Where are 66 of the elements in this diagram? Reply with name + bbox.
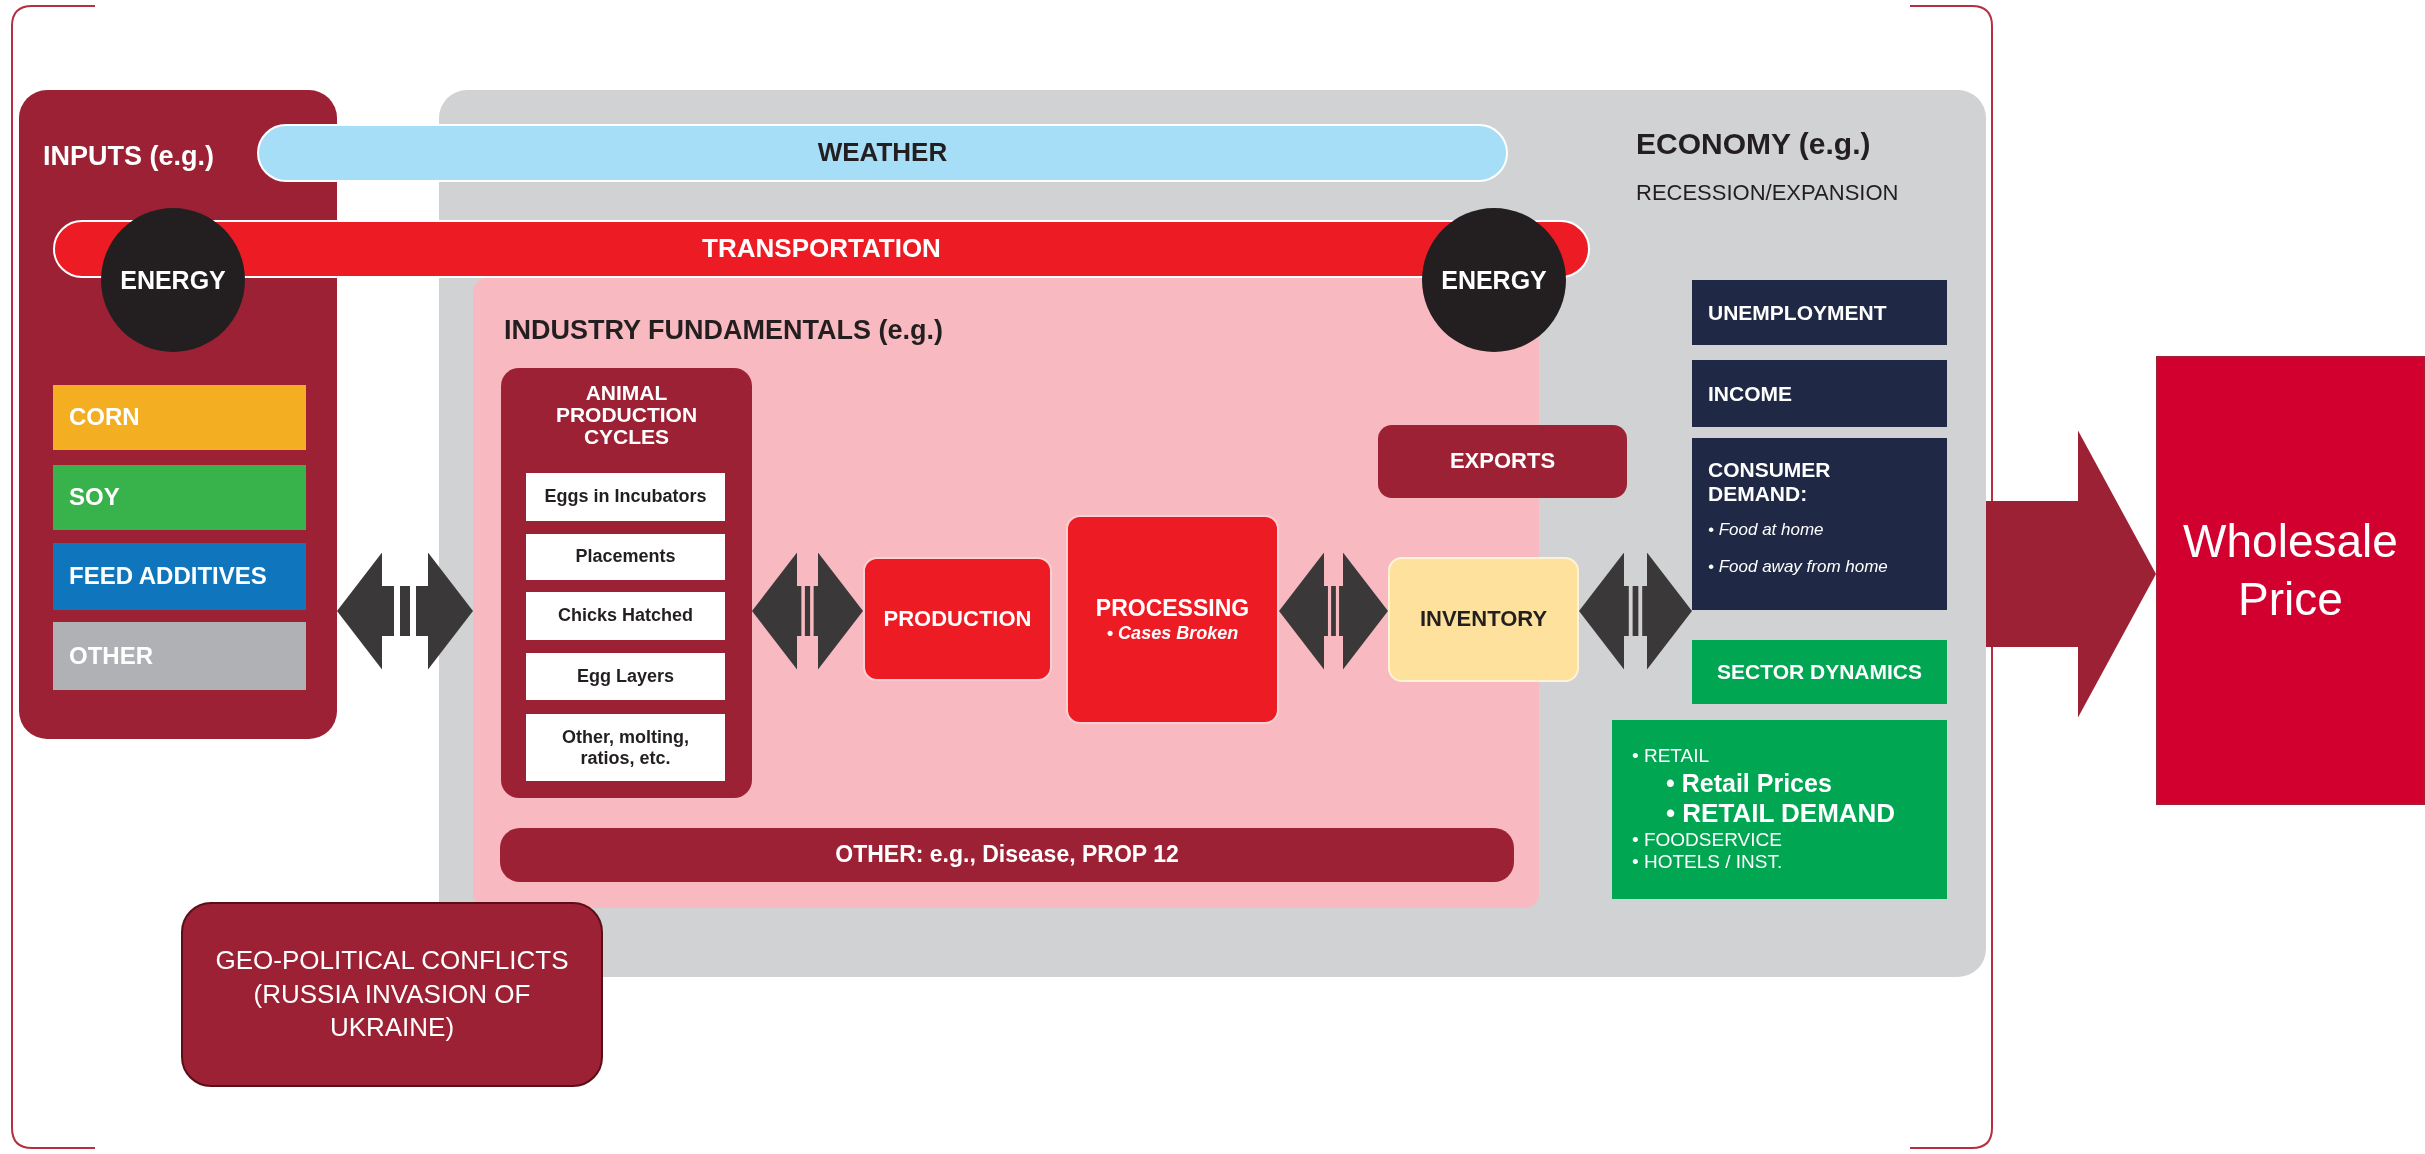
box-label: Placements xyxy=(575,546,676,568)
box-label: Eggs in Incubators xyxy=(544,486,707,508)
conflict-box xyxy=(181,902,603,1087)
cycle-item xyxy=(526,714,725,781)
input-panel xyxy=(19,90,337,739)
economy-box xyxy=(1692,438,1947,610)
input-bar xyxy=(53,543,306,610)
double-arrow xyxy=(337,552,473,670)
box-text: • Retail Prices xyxy=(1666,767,1832,798)
double-arrow xyxy=(752,552,863,670)
box-label: OTHER: e.g., Disease, PROP 12 xyxy=(835,841,1179,869)
box-label: PROCESSING xyxy=(1095,594,1250,623)
box-label: CORN xyxy=(69,403,140,432)
input-bar xyxy=(53,622,306,690)
box-label: UNEMPLOYMENT xyxy=(1708,299,1887,326)
wholesale-price-box xyxy=(2156,356,2425,805)
box-label: Egg Layers xyxy=(576,665,674,688)
box-text: RECESSION/EXPANSION xyxy=(1636,180,1899,207)
inventory-box xyxy=(1388,557,1579,682)
box-label: SOY xyxy=(69,483,120,512)
exports-box xyxy=(1378,425,1627,498)
box-label: PRODUCTION xyxy=(883,605,1032,633)
cycle-item xyxy=(526,534,725,580)
box-label: INDUSTRY FUNDAMENTALS (e.g.) xyxy=(504,314,943,347)
box-label: GEO-POLITICAL CONFLICTS (RUSSIA INVASION OF UKRAINE) xyxy=(214,943,570,1045)
box-text: • Food at home xyxy=(1708,520,1824,541)
box-label: INCOME xyxy=(1708,380,1792,407)
box-label: FEED ADDITIVES xyxy=(69,562,267,591)
weather-bar xyxy=(257,124,1508,182)
other-factors-bar xyxy=(500,828,1514,882)
input-bar xyxy=(53,465,306,530)
box-text: • HOTELS / INST. xyxy=(1632,851,1783,875)
retail-box xyxy=(1612,720,1947,899)
box-text: • FOODSERVICE xyxy=(1632,828,1782,852)
double-arrow xyxy=(1579,552,1692,670)
box-label: ECONOMY (e.g.) xyxy=(1636,126,1871,162)
sector-box xyxy=(1692,640,1947,704)
box-text: • Food away from home xyxy=(1708,556,1888,578)
cycle-item xyxy=(526,653,725,700)
box-label: TRANSPORTATION xyxy=(702,233,941,265)
box-label: INVENTORY xyxy=(1419,606,1548,633)
input-bar xyxy=(53,385,306,450)
box-text: • RETAIL DEMAND xyxy=(1666,797,1896,829)
box-label: Chicks Hatched xyxy=(557,605,693,627)
economy-box xyxy=(1692,280,1947,345)
box-text: • Cases Broken xyxy=(1106,622,1239,645)
box-label: OTHER xyxy=(69,641,153,671)
box-label: SECTOR DYNAMICS xyxy=(1717,659,1922,685)
cycle-item xyxy=(526,592,725,640)
box-label: • RETAIL xyxy=(1632,744,1710,768)
double-arrow xyxy=(1279,552,1388,670)
cycle-item xyxy=(526,473,725,521)
box-label: Other, molting, ratios, etc. xyxy=(561,726,690,769)
production-box xyxy=(863,557,1052,681)
economy-box xyxy=(1692,360,1947,427)
box-label: EXPORTS xyxy=(1449,448,1556,475)
box-label: ENERGY xyxy=(1441,265,1547,295)
box-label: INPUTS (e.g.) xyxy=(43,140,214,173)
processing-box xyxy=(1066,515,1279,724)
box-label: WEATHER xyxy=(817,137,948,169)
box-label: Wholesale Price xyxy=(2182,514,2399,627)
box-label: ANIMAL PRODUCTION CYCLES xyxy=(554,382,699,449)
block-arrow xyxy=(1986,430,2156,718)
production-cycles-panel xyxy=(501,368,752,798)
box-label: ENERGY xyxy=(120,265,226,295)
box-label: CONSUMER DEMAND: xyxy=(1708,458,1832,507)
